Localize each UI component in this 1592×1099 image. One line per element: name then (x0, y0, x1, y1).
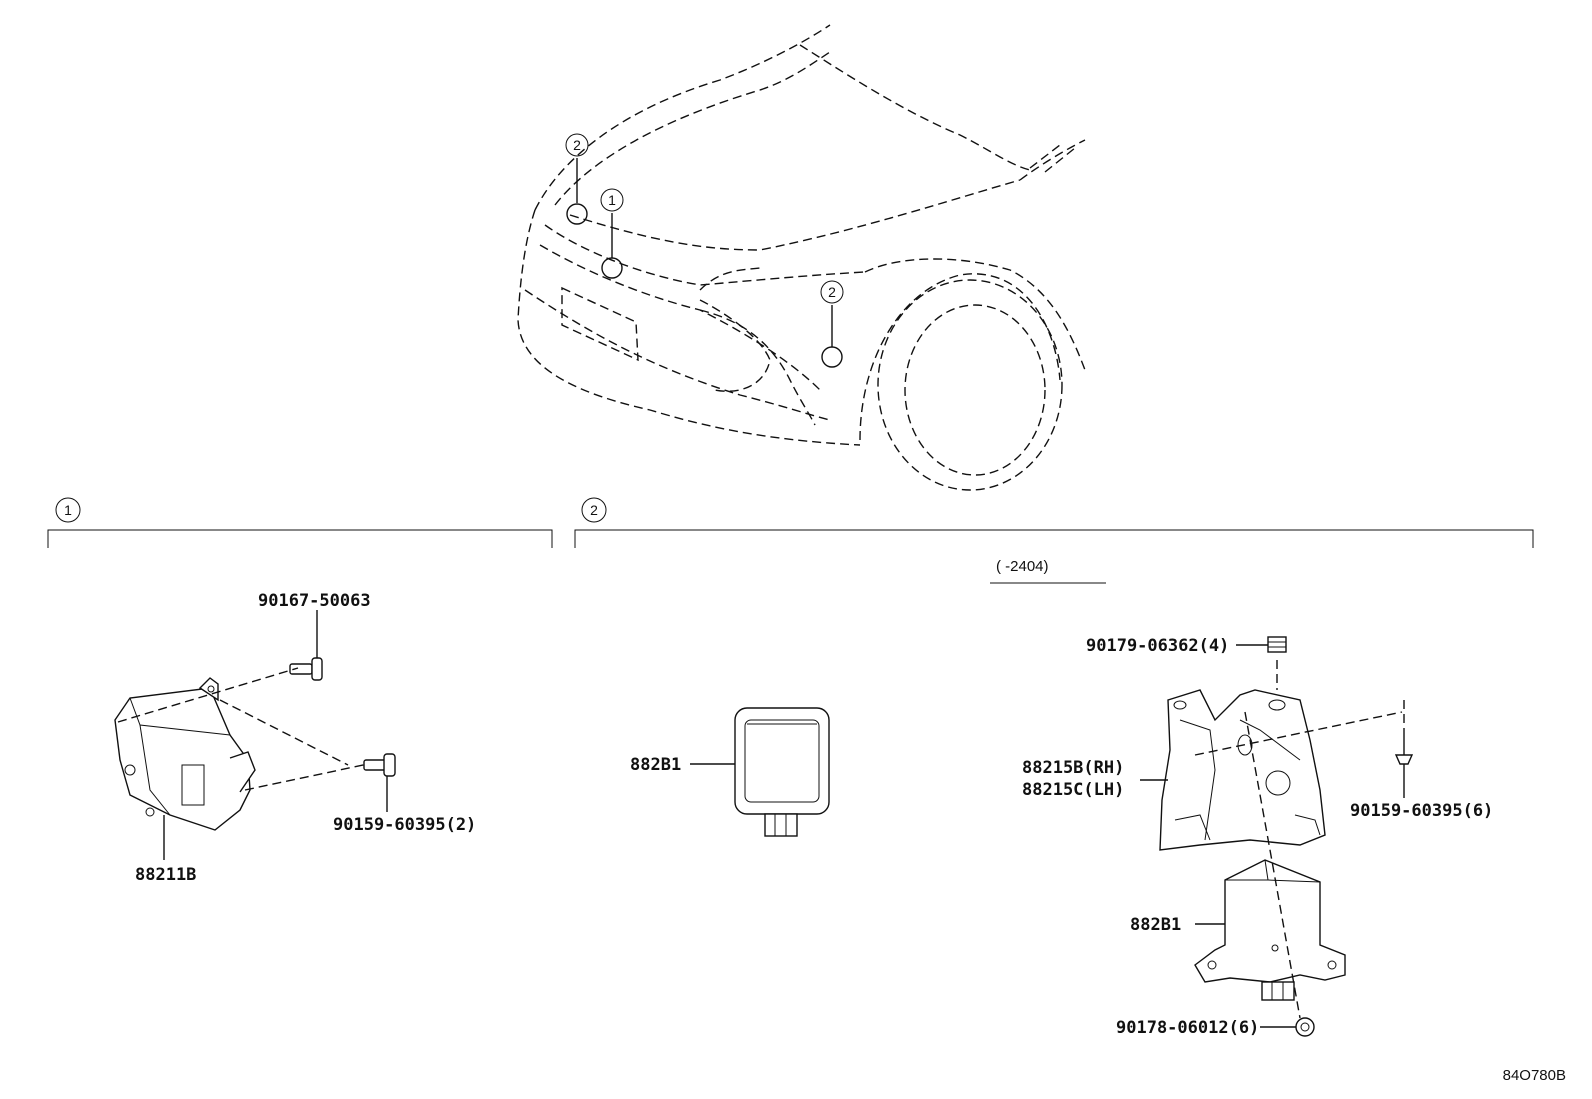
callout-2-marker (565, 133, 589, 157)
callout-1-marker (600, 188, 624, 212)
callout-1-label: 1 (608, 192, 616, 208)
car-front-illustration: 2 1 2 (517, 24, 1086, 491)
section-1-number: 1 (64, 502, 72, 518)
date-range: ( -2404) (996, 558, 1049, 575)
callout-2b-label: 2 (828, 284, 836, 300)
diagram-id: 84O780B (1503, 1067, 1566, 1084)
part-label-90159-60395-2[interactable]: 90159-60395(2) (333, 815, 476, 835)
nut-90178-icon (1295, 1017, 1315, 1037)
part-label-90159-60395-6[interactable]: 90159-60395(6) (1350, 801, 1493, 821)
part-label-882b1-bracket[interactable]: 882B1 (1130, 915, 1181, 935)
part-label-882b1-front[interactable]: 882B1 (630, 755, 681, 775)
part-label-88215b-rh[interactable]: 88215B(RH) (1022, 758, 1124, 778)
section-1-marker (55, 497, 81, 523)
module-88211b-icon (114, 677, 256, 831)
callout-2b-marker (820, 280, 844, 304)
clip-90179-icon (1267, 636, 1287, 653)
bracket-88215-icon (1159, 689, 1326, 851)
part-label-88215c-lh[interactable]: 88215C(LH) (1022, 780, 1124, 800)
part-label-90167-50063[interactable]: 90167-50063 (258, 591, 371, 611)
screw-90159-icon (1394, 735, 1414, 765)
sensor-882b1-front-icon (734, 707, 830, 837)
bolt-90159-icon (363, 753, 396, 777)
sensor-882b1-bracket-icon (1194, 859, 1346, 1001)
part-label-90179-06362[interactable]: 90179-06362(4) (1086, 636, 1229, 656)
section-1-bracket (47, 529, 553, 548)
section-1: 1 90167-50063 90159-60395(2) (47, 497, 553, 885)
callout-2-label: 2 (573, 137, 581, 153)
section-2: 2 ( -2404) 882B1 90179-06362(4) (574, 497, 1534, 1038)
section-2-marker (581, 497, 607, 523)
part-label-90178-06012[interactable]: 90178-06012(6) (1116, 1018, 1259, 1038)
section-2-number: 2 (590, 502, 598, 518)
part-label-88211b[interactable]: 88211B (135, 865, 196, 885)
section-2-bracket (574, 529, 1534, 548)
